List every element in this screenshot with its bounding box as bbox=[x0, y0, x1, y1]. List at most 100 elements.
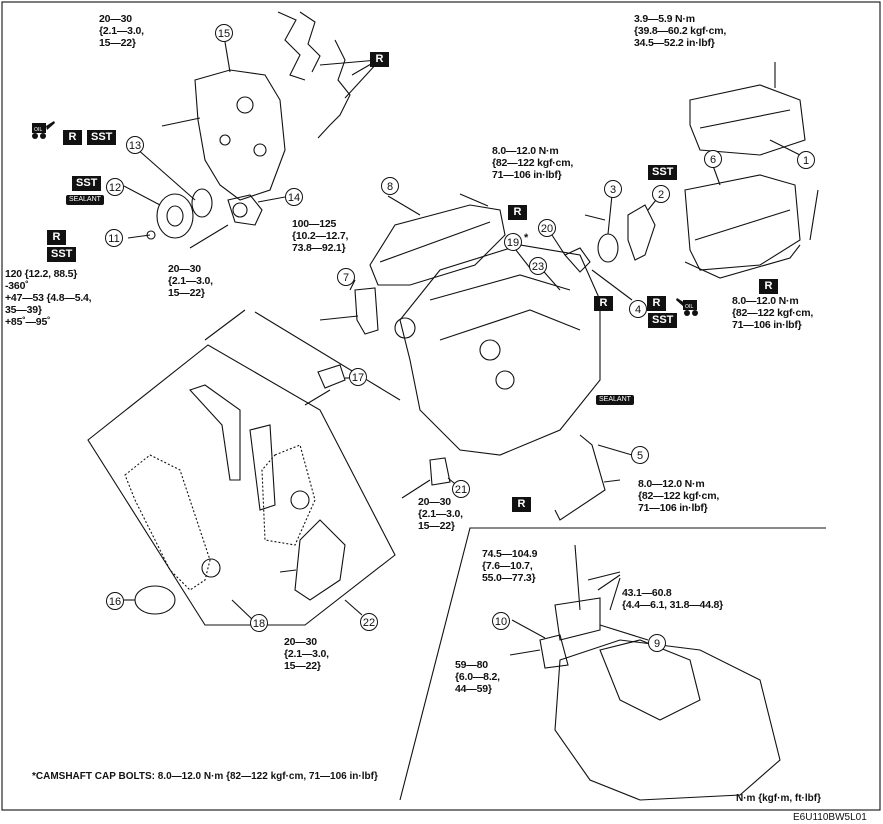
callout-14: 14 bbox=[285, 188, 303, 206]
callout-16: 16 bbox=[106, 592, 124, 610]
leader-r2 bbox=[344, 61, 379, 99]
callout-13: 13 bbox=[126, 136, 144, 154]
callout-1: 1 bbox=[797, 151, 815, 169]
bolt-17 bbox=[304, 389, 331, 406]
leader-bolt-group bbox=[204, 309, 246, 341]
chain-guide-17 bbox=[317, 364, 346, 389]
timing-belt bbox=[627, 204, 656, 261]
callout-8: 8 bbox=[381, 177, 399, 195]
inset-divider bbox=[399, 527, 826, 801]
cover-bolt-leader bbox=[161, 117, 201, 127]
torque-dipstick-bolt: 8.0—12.0 N·m {82—122 kgf·cm, 71—106 in·l… bbox=[638, 478, 720, 514]
chain-guide-upper bbox=[189, 384, 241, 481]
r-badge-head-cover-gasket: R bbox=[759, 279, 778, 294]
torque-mount-stud: 74.5—104.9 {7.6—10.7, 55.0—77.3} bbox=[482, 548, 538, 584]
head-cover-gasket bbox=[684, 244, 801, 279]
chain-guide-lower bbox=[249, 424, 276, 511]
leader-13 bbox=[135, 147, 196, 201]
engine-mount-bracket bbox=[554, 597, 601, 641]
cover-8-rib bbox=[379, 221, 491, 263]
r-badge-gaskets: R bbox=[370, 52, 389, 67]
timing-chain-cover bbox=[194, 69, 286, 201]
sealant-badge-pulley: SEALANT bbox=[66, 195, 104, 205]
callout-12: 12 bbox=[106, 178, 124, 196]
callout-7: 7 bbox=[337, 268, 355, 286]
oil-dipstick bbox=[554, 434, 606, 521]
leader-14 bbox=[257, 196, 286, 203]
r-badge-dipstick: R bbox=[512, 497, 531, 512]
cover-6-rib bbox=[694, 209, 791, 241]
sst-badge-pulley: SST bbox=[72, 176, 102, 191]
leader-9c bbox=[609, 577, 621, 611]
gasket-a bbox=[277, 11, 306, 81]
timing-chain-18 bbox=[124, 454, 211, 591]
mount-bolt-left bbox=[509, 649, 541, 656]
leader-9a bbox=[587, 571, 621, 581]
gasket-c bbox=[317, 39, 351, 139]
oil-can-label: OIL bbox=[685, 304, 693, 310]
units-legend: N·m {kgf·m, ft·lbf} bbox=[736, 793, 821, 804]
bolt-21 bbox=[401, 479, 431, 499]
callout-22: 22 bbox=[360, 613, 378, 631]
leader-4 bbox=[591, 269, 633, 301]
callout-11: 11 bbox=[105, 229, 123, 247]
secondary-sprocket bbox=[290, 490, 310, 510]
oil-can-label: OIL bbox=[34, 127, 42, 133]
sst-badge-pulley-bolt: SST bbox=[47, 247, 77, 262]
figure-frame bbox=[1, 1, 881, 811]
mount-stud-a bbox=[574, 544, 581, 611]
callout-6: 6 bbox=[704, 150, 722, 168]
camshaft-cap-footnote: *CAMSHAFT CAP BOLTS: 8.0—12.0 N·m {82—12… bbox=[32, 771, 378, 782]
timing-plate-16 bbox=[134, 585, 176, 615]
cover-boss-b bbox=[253, 143, 267, 157]
cover-8-bolt bbox=[459, 193, 489, 207]
pulley-bolt bbox=[127, 234, 151, 239]
callout-5: 5 bbox=[631, 446, 649, 464]
torque-cover-bolts: 20—30 {2.1—3.0, 15—22} bbox=[99, 13, 144, 49]
sst-badge-pulley-3: SST bbox=[648, 165, 678, 180]
leader-7 bbox=[349, 279, 356, 291]
r-badge-seal-plate: R bbox=[594, 296, 613, 311]
leader-22 bbox=[344, 599, 363, 616]
tensioner-pulley bbox=[232, 202, 248, 218]
callout-3: 3 bbox=[604, 180, 622, 198]
asterisk-19: * bbox=[524, 232, 529, 244]
callout-23: 23 bbox=[529, 257, 547, 275]
leader-1 bbox=[769, 139, 801, 156]
callout-10: 10 bbox=[492, 612, 510, 630]
oil-can-icon: OIL bbox=[676, 298, 698, 316]
torque-engine-bracket: 100—125 {10.2—12.7, 73.8—92.1} bbox=[292, 218, 349, 254]
cover-boss-c bbox=[219, 134, 231, 146]
leader-9b bbox=[597, 574, 621, 591]
torque-chain-tensioner: 20—30 {2.1—3.0, 15—22} bbox=[418, 496, 463, 532]
bracket-bolt bbox=[319, 315, 359, 321]
camshaft-pulley bbox=[597, 233, 619, 263]
callout-4: 4 bbox=[629, 300, 647, 318]
torque-engine-cover-nut: 3.9—5.9 N·m {39.8—60.2 kgf·cm, 34.5—52.2… bbox=[634, 13, 727, 49]
cam-sprocket-left bbox=[394, 317, 416, 339]
callout-17: 17 bbox=[349, 368, 367, 386]
r-badge-oil-seal: R bbox=[63, 130, 82, 145]
timing-chain-group bbox=[87, 344, 396, 626]
secondary-chain bbox=[261, 444, 316, 546]
leader-5 bbox=[597, 444, 633, 456]
dipstick-bolt bbox=[603, 479, 621, 483]
leader-15 bbox=[224, 41, 231, 73]
callout-21: 21 bbox=[452, 480, 470, 498]
callout-20: 20 bbox=[538, 219, 556, 237]
leader-block-group bbox=[254, 311, 401, 401]
torque-mount-bolt: 59—80 {6.0—8.2, 44—59} bbox=[455, 659, 500, 695]
figure-code: E6U110BW5L01 bbox=[793, 812, 867, 823]
callout-9: 9 bbox=[648, 634, 666, 652]
cylinder-head-cover-8 bbox=[369, 204, 506, 286]
gasket-b bbox=[299, 11, 321, 73]
tensioner-bolt bbox=[189, 224, 229, 249]
crank-sprocket bbox=[495, 370, 515, 390]
sst-badge-oil-seal: SST bbox=[87, 130, 117, 145]
block-head-line bbox=[429, 274, 571, 301]
leader-12 bbox=[123, 185, 161, 206]
callout-19: 19 bbox=[504, 233, 522, 251]
bolt-22 bbox=[279, 569, 297, 573]
leader-20 bbox=[549, 231, 566, 256]
cover-6-bolt bbox=[809, 189, 819, 241]
